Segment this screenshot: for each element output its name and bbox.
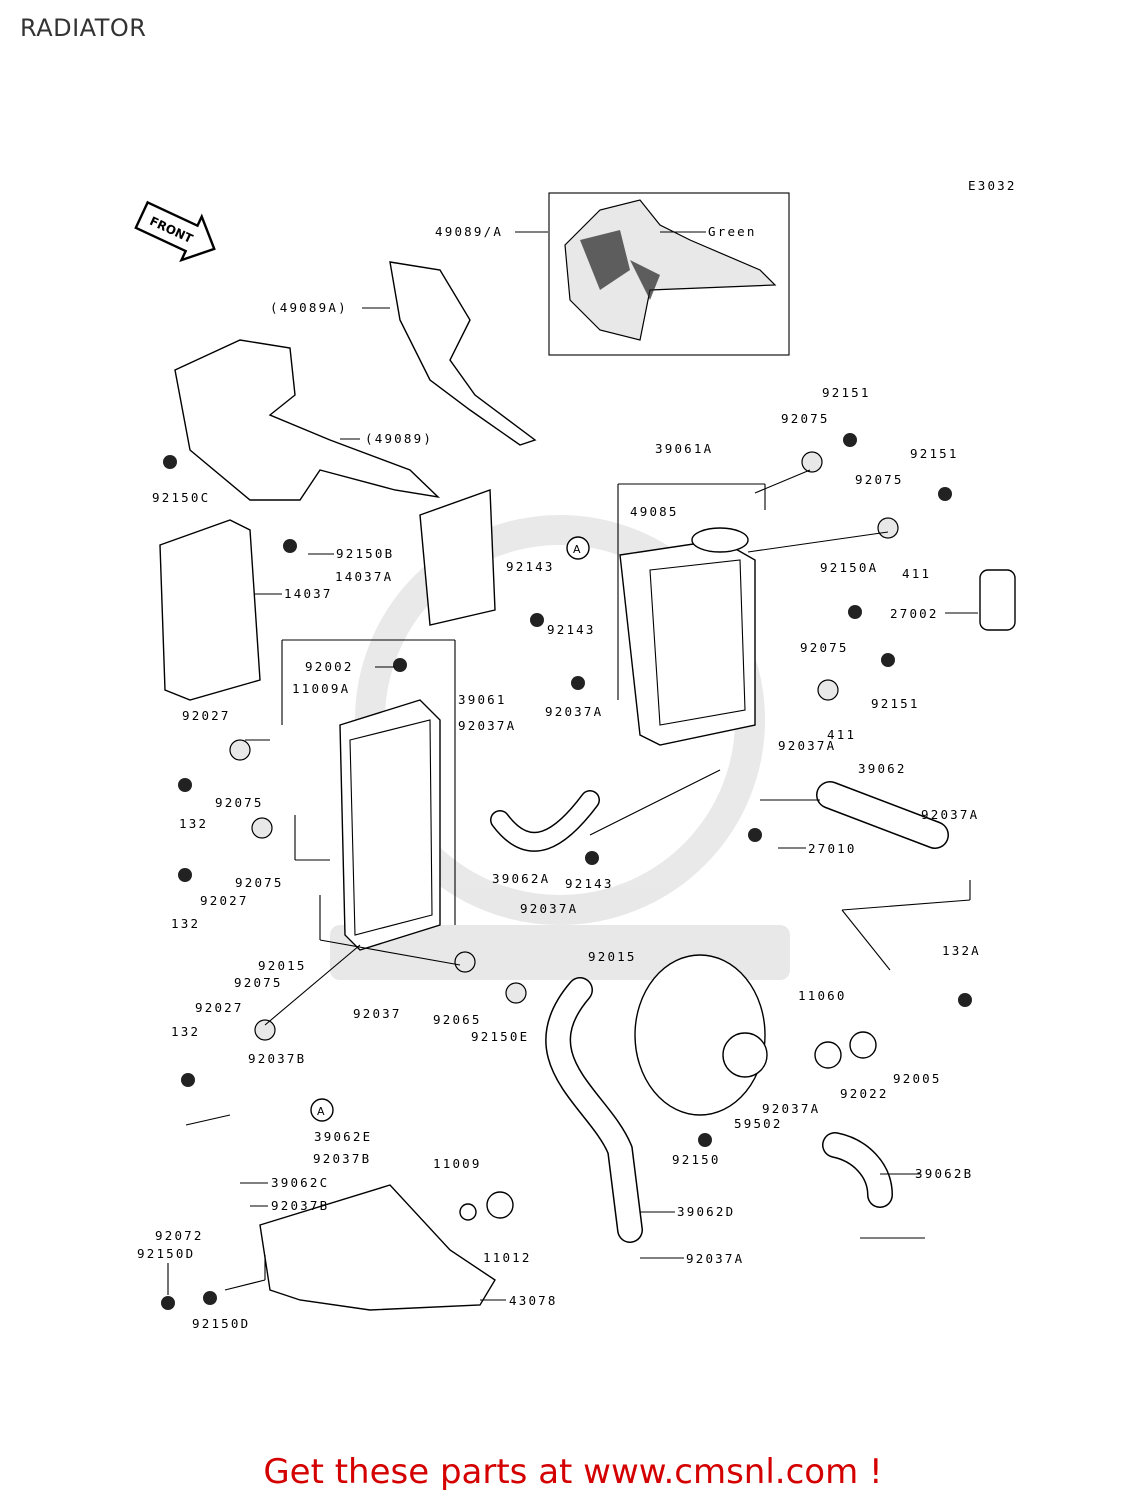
callout-a-top: A [566,536,590,560]
radiator-guard-14037 [159,519,261,701]
leader-lines [167,231,978,1301]
part-label: 92037B [248,1051,306,1066]
part-label: 92015 [588,949,637,964]
fan-59502 [634,954,766,1116]
part-label: 92075 [781,411,830,426]
reservoir-tank-43078 [259,1184,496,1311]
part-label: 92037A [520,901,578,916]
part-label: 92150C [152,490,210,505]
part-label: 92150A [820,560,878,575]
front-arrow-icon: FRONT [134,200,216,263]
part-label: 92037B [271,1198,329,1213]
part-label: 92037A [778,738,836,753]
part-label: 92150 [672,1152,721,1167]
part-label: 39062A [492,871,550,886]
part-label: 49085 [630,504,679,519]
part-label: 92037A [686,1251,744,1266]
callout-a-bottom: A [310,1098,334,1122]
part-label: 43078 [509,1293,558,1308]
part-label: 39062 [858,761,907,776]
part-label: 92150D [192,1316,250,1331]
part-label: (49089) [365,431,433,446]
part-label: 132 [171,1024,200,1039]
shroud-49089 [174,339,441,501]
part-label: 14037A [335,569,393,584]
part-label: 11009A [292,681,350,696]
radiator-left-39061 [339,699,441,951]
decal-inset-box [548,192,790,356]
part-label: 92151 [910,446,959,461]
part-label: 411 [827,727,856,742]
part-label: 49089/A [435,224,503,239]
part-label: 92143 [547,622,596,637]
part-label: 92037B [313,1151,371,1166]
part-label: 132A [942,943,981,958]
part-label: 39062B [915,1166,973,1181]
part-label: 92037A [545,704,603,719]
fasteners [161,433,972,1310]
part-label: 92027 [200,893,249,908]
part-label: 39061 [458,692,507,707]
part-label: 11009 [433,1156,482,1171]
diagram-code: E3032 [968,178,1017,193]
radiator-guard-14037a [419,489,496,626]
part-label: 92151 [871,696,920,711]
part-label: 39061A [655,441,713,456]
part-label: 92037A [762,1101,820,1116]
radiator-right-39061a [619,539,756,746]
part-label: 92027 [182,708,231,723]
part-label: 11060 [798,988,847,1003]
color-note: Green [708,224,757,239]
part-label: 92143 [565,876,614,891]
part-label: 92015 [258,958,307,973]
part-label: 92150E [471,1029,529,1044]
part-label: 14037 [284,586,333,601]
part-label: 27002 [890,606,939,621]
part-label: 92143 [506,559,555,574]
part-label: 92065 [433,1012,482,1027]
svg-text:A: A [317,1105,325,1118]
shroud-49089a [389,261,537,446]
part-label: 92075 [215,795,264,810]
part-label: 411 [902,566,931,581]
part-label: 92037A [921,807,979,822]
footer-link[interactable]: Get these parts at www.cmsnl.com ! [263,1452,883,1492]
part-label: 92150B [336,546,394,561]
part-label: 39062D [677,1204,735,1219]
page-title: RADIATOR [20,14,147,42]
part-label: 92027 [195,1000,244,1015]
part-label: (49089A) [270,300,348,315]
part-label: 92151 [822,385,871,400]
part-label: 92075 [235,875,284,890]
part-label: 92075 [800,640,849,655]
part-label: 27010 [808,841,857,856]
part-label: 92072 [155,1228,204,1243]
part-label: 59502 [734,1116,783,1131]
svg-text:A: A [573,543,581,556]
part-label: 11012 [483,1250,532,1265]
part-label: 92075 [855,472,904,487]
grommets [229,451,1016,1221]
part-label: 92037 [353,1006,402,1021]
part-label: 132 [171,916,200,931]
part-label: 39062C [271,1175,329,1190]
part-label: 92005 [893,1071,942,1086]
part-label: 39062E [314,1129,372,1144]
part-labels: 49089/A (49089A) (49089) 92150C 92150B 1… [137,224,981,1331]
part-label: 92002 [305,659,354,674]
part-label: 132 [179,816,208,831]
part-label: 92037A [458,718,516,733]
part-label: 92022 [840,1086,889,1101]
part-label: 92150D [137,1246,195,1261]
part-label: 92075 [234,975,283,990]
